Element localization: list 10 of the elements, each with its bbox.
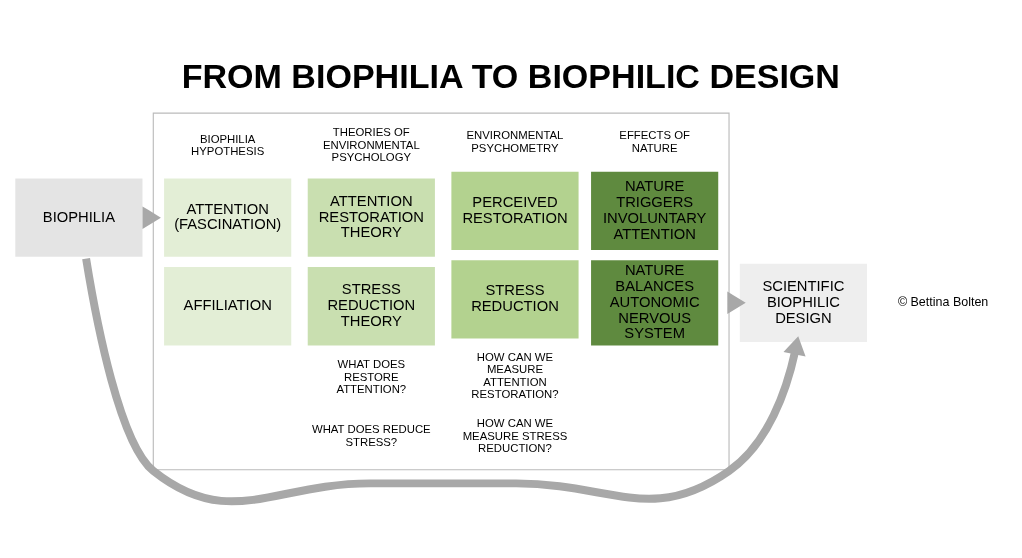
label: WHAT DOES REDUCE STRESS? [311,422,431,448]
label: WHAT DOES RESTORE ATTENTION? [336,357,407,395]
label: ENVIRONMENTAL PSYCHOMETRY [466,128,564,154]
label: THEORIES OF ENVIRONMENTAL PSYCHOLOGY [322,125,420,163]
label: HOW CAN WE MEASURE ATTENTION RESTORATION? [471,350,559,400]
label: © Bettina Bolten [897,294,989,309]
diagram-title: FROM BIOPHILIA TO BIOPHILIC DESIGN [181,56,840,95]
label: HOW CAN WE MEASURE STRESS REDUCTION? [462,416,568,454]
label: BIOPHILIA HYPOTHESIS [191,132,265,157]
label: EFFECTS OF NATURE [619,128,690,154]
